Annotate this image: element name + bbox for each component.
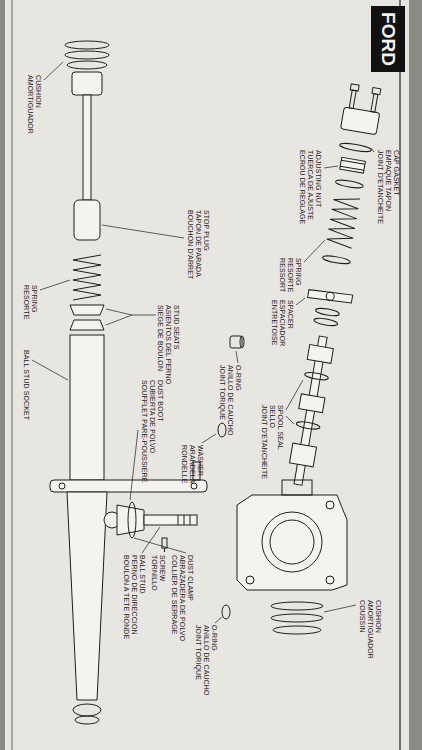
part-label: SIEGE DE BOULON: [156, 305, 164, 371]
part-label: ABRAZADERA DE POLVO: [178, 555, 186, 641]
part-label: AMORTIGUADOR: [366, 600, 374, 659]
part-label: ANILLO DE CAUCHO: [202, 625, 210, 695]
part-label: COLLIER DE SERRAGE: [170, 555, 178, 635]
part-label: CAP GASKET: [392, 150, 400, 196]
part-label: RESORTE: [286, 258, 294, 292]
part-label: JOINT TORIQUE: [218, 365, 226, 420]
part-label: RESORTE: [22, 285, 30, 319]
part-label: PERNO DE DIRECCION: [130, 555, 138, 635]
part-label: RESSORT: [278, 258, 286, 292]
part-label: COUSSIN: [358, 600, 366, 633]
brand-band: FORD: [371, 6, 405, 72]
part-label: ANILLO DE CAUCHO: [226, 365, 234, 435]
part-label: SPOOL SEAL: [276, 405, 284, 450]
part-label: TAPON DE PARADA: [194, 210, 202, 277]
brand-title: FORD: [377, 12, 399, 66]
part-label: TORNILLO: [150, 555, 158, 591]
part-label: ASIENTOS DEL PERNO: [164, 305, 172, 384]
part-label: ARANDELA: [188, 445, 196, 484]
part-label: CUSHION: [374, 600, 382, 633]
part-label: O-RING: [234, 365, 242, 391]
part-label: JOINT D'ETANCHEITE: [260, 405, 268, 479]
part-label: SOUFFLET PARE-POUSSIERE: [140, 380, 148, 482]
part-label: SCREW: [158, 555, 166, 582]
part-label: ECROU DE REGLAGE: [298, 150, 306, 224]
part-label: AMORTIGUADOR: [26, 75, 34, 134]
part-label: CUSHION: [34, 75, 42, 108]
part-label: DUST BOOT: [156, 380, 164, 422]
part-label: CUBIERTA DE POLVO: [148, 380, 156, 453]
part-label: WASHER: [196, 445, 204, 476]
part-label: BOULON A TETE RONDE: [122, 555, 130, 639]
part-label: SPRING: [30, 285, 38, 312]
part-label: STUD SEATS: [172, 305, 180, 349]
part-label: TUERCA DE AJUSTE: [306, 150, 314, 220]
part-label: RONDELLE: [180, 445, 188, 484]
part-label: JOINT D'ETANCHEITE: [376, 150, 384, 224]
part-label: O-RING: [210, 625, 218, 651]
part-label: ESPACIADOR: [278, 300, 286, 346]
part-label: JOINT TORIQUE: [194, 625, 202, 680]
part-label: ENTRETOISE: [270, 300, 278, 346]
part-label: EMPAQUE TAPON: [384, 150, 392, 211]
part-label: SELLO: [268, 405, 276, 428]
part-label: DUST CLAMP: [186, 555, 194, 601]
part-label: ADJUSTING NUT: [314, 150, 322, 207]
part-label: SPACER: [286, 300, 294, 329]
part-label: BALL STUD SOCKET: [22, 350, 30, 420]
part-label: BALL STUD: [138, 555, 146, 594]
part-label: BOUCHON D'ARRET: [186, 210, 194, 279]
part-label: STOP PLUG: [202, 210, 210, 251]
part-label: SPRING: [294, 258, 302, 285]
